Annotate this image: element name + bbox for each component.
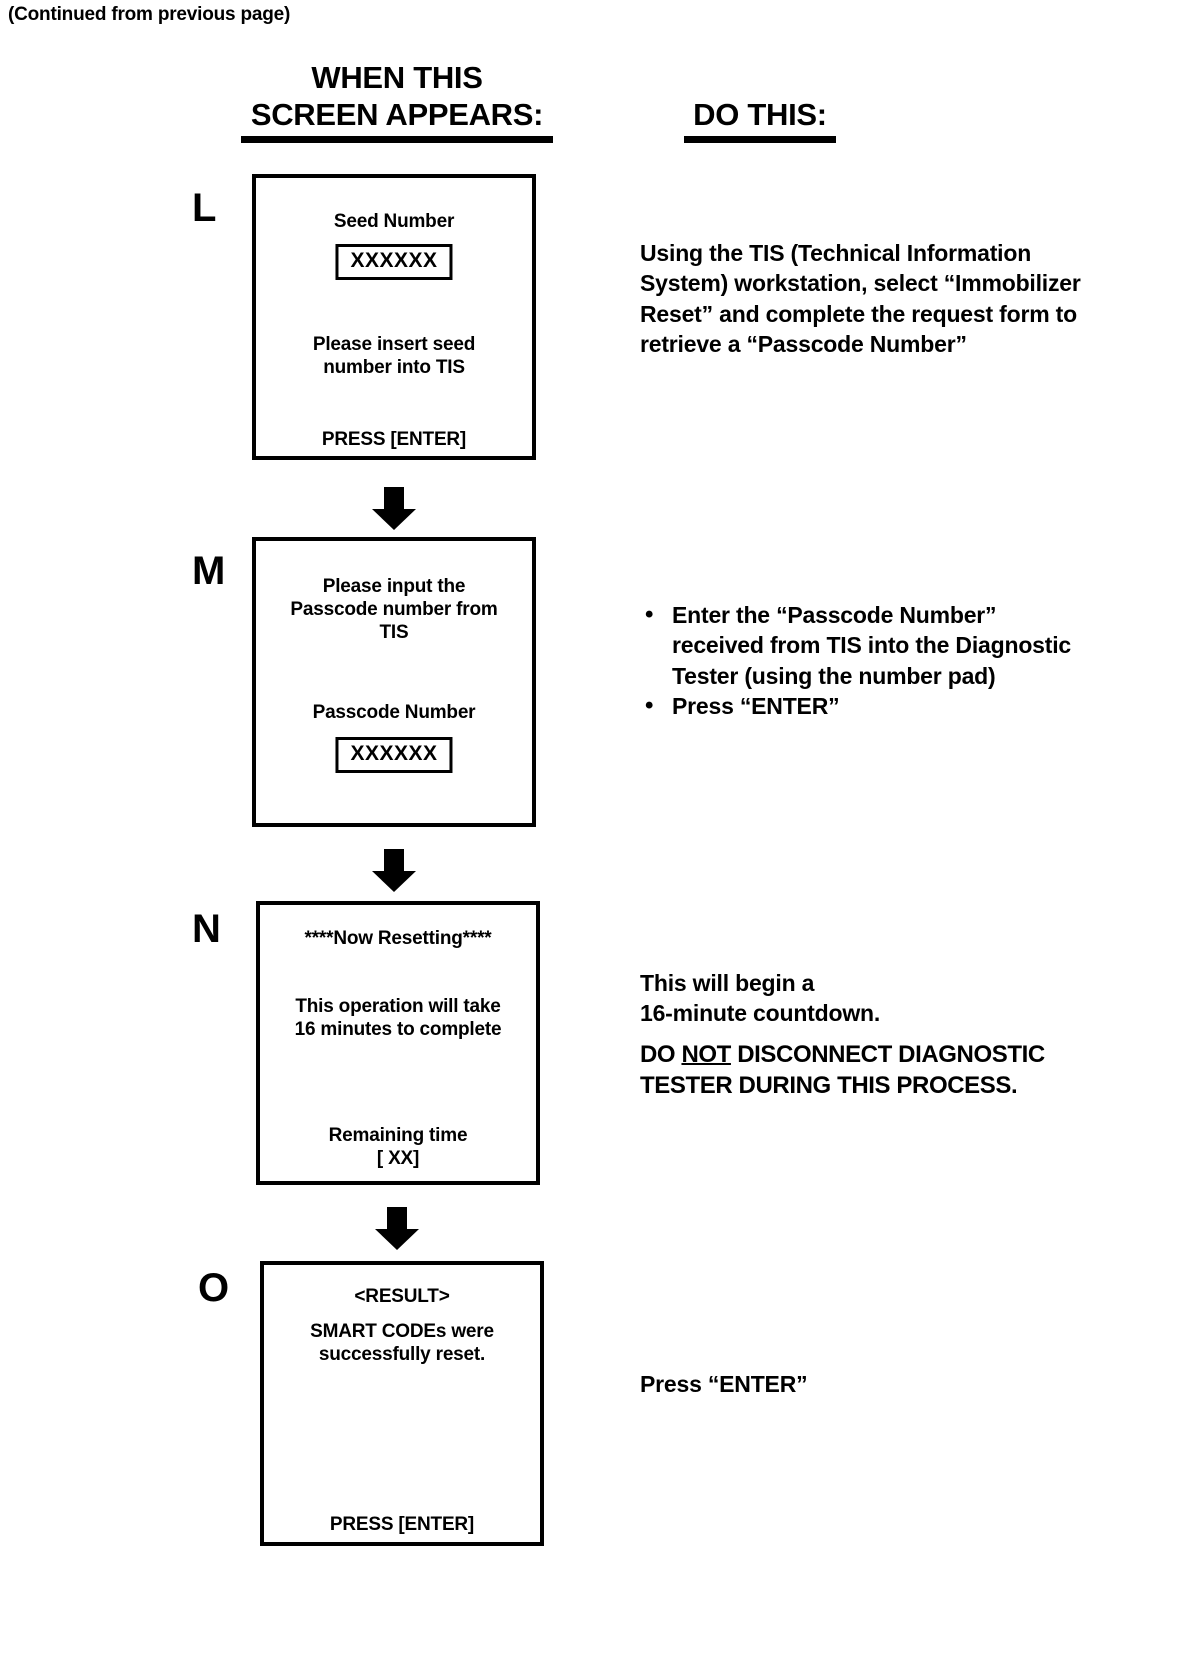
column-header-do-this: DO THIS: (660, 97, 860, 143)
continued-from-previous-page-note: (Continued from previous page) (8, 4, 291, 25)
instruction-block-m: Enter the “Passcode Number” received fro… (640, 599, 1080, 722)
screen-m-passcode-number-field[interactable]: XXXXXX (335, 737, 453, 773)
instruction-n-warning-emphasis: NOT (681, 1040, 731, 1068)
step-letter-n: N (192, 907, 221, 951)
step-letter-o: O (198, 1266, 230, 1310)
step-letter-m: M (192, 549, 226, 593)
column-header-left-line1: WHEN THIS (311, 60, 483, 95)
screen-n-footer-line1: Remaining time (328, 1125, 468, 1146)
instruction-m-bullet-1: Enter the “Passcode Number” received fro… (645, 599, 1080, 691)
instruction-o-text: Press “ENTER” (640, 1371, 808, 1397)
screen-n-message-line2: 16 minutes to complete (294, 1019, 502, 1040)
screen-m-message-line1: Please input the (322, 576, 466, 597)
column-header-left-underline (241, 136, 553, 144)
screen-box-n: ****Now Resetting**** This operation wil… (256, 901, 540, 1185)
column-header-left-line2: SCREEN APPEARS: (250, 96, 544, 132)
instruction-m-bullet-2: Press “ENTER” (645, 690, 1080, 722)
instruction-m-bullet-list: Enter the “Passcode Number” received fro… (640, 599, 1080, 722)
instruction-n-text-line2: 16-minute countdown. (640, 1000, 881, 1027)
screen-m-message-line3: TIS (379, 622, 409, 643)
screen-l-title: Seed Number (333, 211, 455, 232)
instruction-block-o: Press “ENTER” (640, 1369, 1080, 1399)
screen-n-message-line1: This operation will take (295, 996, 501, 1017)
flow-arrow-down-icon-l-to-m (372, 487, 416, 530)
screen-l-seed-number-field[interactable]: XXXXXX (335, 244, 453, 280)
screen-box-l: Seed Number XXXXXX Please insert seed nu… (252, 174, 536, 460)
screen-m-title: Passcode Number (312, 702, 476, 723)
instruction-block-n: This will begin a 16-minute countdown. D… (640, 968, 1140, 1101)
screen-o-title: <RESULT> (354, 1286, 450, 1307)
screen-box-m: Please input the Passcode number from TI… (252, 537, 536, 827)
instruction-n-text-line1: This will begin a (640, 970, 815, 996)
instruction-block-l: Using the TIS (Technical Information Sys… (640, 238, 1110, 359)
column-header-right-label: DO THIS: (693, 97, 827, 132)
screen-o-footer: PRESS [ENTER] (329, 1514, 475, 1535)
screen-box-o: <RESULT> SMART CODEs were successfully r… (260, 1261, 544, 1546)
screen-o-message-line2: successfully reset. (318, 1344, 486, 1365)
instruction-n-warning: DO NOT DISCONNECT DIAGNOSTIC TESTER DURI… (640, 1039, 1140, 1101)
screen-o-message-line1: SMART CODEs were (310, 1321, 494, 1342)
instruction-n-warning-pre: DO (640, 1040, 682, 1068)
flow-arrow-down-icon-n-to-o (375, 1207, 419, 1250)
flow-arrow-down-icon-m-to-n (372, 849, 416, 892)
screen-l-footer: PRESS [ENTER] (321, 429, 467, 450)
instruction-n-warning-post: DISCONNECT DIAGNOSTIC TESTER DURING THIS… (640, 1040, 1045, 1099)
instruction-l-text: Using the TIS (Technical Information Sys… (640, 240, 1081, 358)
column-header-when-this-screen-appears: WHEN THIS SCREEN APPEARS: (232, 60, 562, 144)
screen-m-message-line2: Passcode number from (290, 599, 498, 620)
screen-l-message-line2: number into TIS (323, 357, 465, 378)
screen-n-title: ****Now Resetting**** (304, 928, 492, 949)
screen-n-footer-line2: [ XX] (376, 1148, 420, 1169)
step-letter-l: L (192, 186, 217, 230)
screen-l-message-line1: Please insert seed (312, 334, 476, 355)
column-header-right-underline (684, 136, 836, 143)
